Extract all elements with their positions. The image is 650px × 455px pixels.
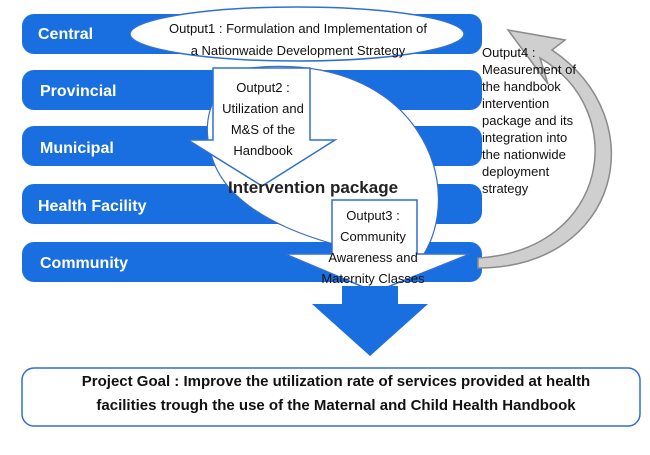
output2-text: Output2 : Utilization and M&S of the Han… [222,80,304,158]
level-community-label: Community [40,255,128,272]
output4-text: Output4 : Measurement of the handbook in… [482,45,576,196]
output1-ellipse [129,6,465,62]
output3-arrow [284,199,471,293]
project-goal-box [21,367,641,427]
cycle-arrow [477,28,613,269]
level-central-label: Central [38,26,94,43]
output1-text: Output1 : Formulation and Implementation… [169,21,427,58]
output3-text: Output3 : Community Awareness and Matern… [321,208,425,286]
project-goal-text: Project Goal : Improve the utilization r… [81,373,591,414]
intervention-package-label: Intervention package [228,178,399,197]
level-provincial-label: Provincial [40,83,117,100]
level-municipal-label: Municipal [40,140,114,157]
output2-arrow [185,67,338,187]
goal-arrow [312,286,428,356]
level-health-facility-label: Health Facility [38,198,147,215]
